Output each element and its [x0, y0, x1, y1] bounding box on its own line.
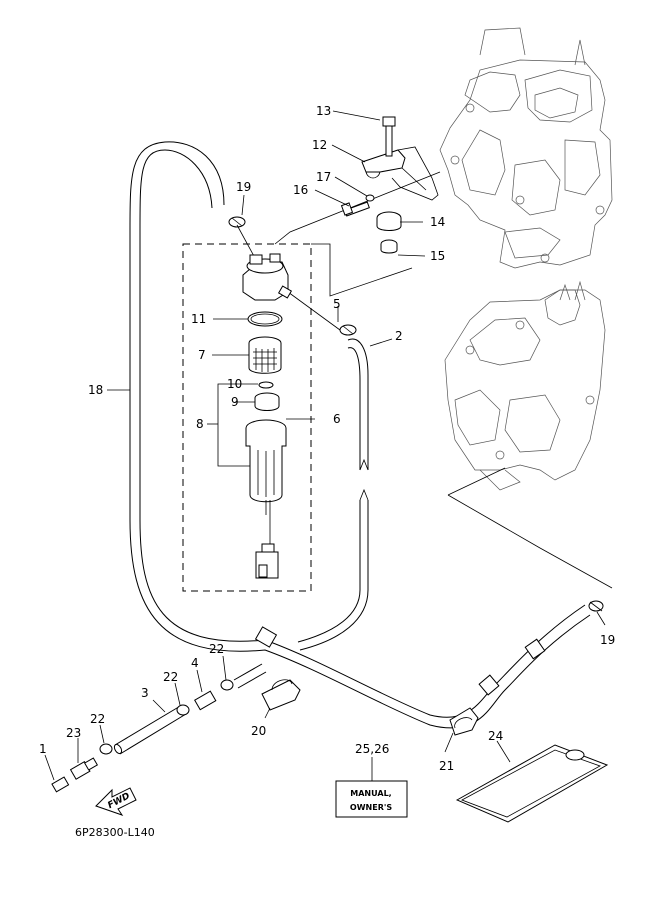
label-4: 4 — [191, 656, 199, 670]
label-21: 21 — [439, 759, 454, 773]
fuel-hose-2 — [297, 338, 369, 651]
label-22-left: 22 — [90, 712, 105, 726]
label-22-middle: 22 — [163, 670, 178, 684]
owners-manual-box: MANUAL, OWNER'S — [335, 780, 408, 818]
hose-3 — [113, 704, 187, 755]
label-9: 9 — [231, 395, 239, 409]
connector-4 — [194, 690, 217, 711]
holder-20 — [261, 679, 301, 711]
label-10: 10 — [227, 377, 242, 391]
label-25-26: 25,26 — [355, 742, 389, 756]
label-18: 18 — [88, 383, 103, 397]
label-7: 7 — [198, 348, 206, 362]
clamp-22-left — [99, 743, 113, 755]
clamp-22-right — [220, 679, 234, 691]
float-9 — [254, 392, 280, 411]
fuel-hose-18 — [129, 141, 591, 729]
clamp-22-middle — [176, 704, 190, 716]
clamp-5 — [339, 324, 357, 336]
label-17: 17 — [316, 170, 331, 184]
label-12: 12 — [312, 138, 327, 152]
diagram-code: 6P28300-L140 — [75, 826, 155, 839]
engine-block-upper — [439, 27, 613, 269]
filter-element-7 — [248, 336, 282, 374]
connector-1 — [51, 776, 70, 793]
label-5: 5 — [333, 297, 341, 311]
label-22-right: 22 — [209, 642, 224, 656]
grommet-14 — [376, 211, 402, 231]
filter-cup — [245, 419, 287, 579]
manual-line-1: MANUAL, — [350, 789, 391, 798]
bracket-12 — [361, 146, 439, 201]
leader-lines — [44, 110, 606, 781]
collar-15 — [380, 239, 398, 254]
manual-line-2: OWNER'S — [350, 803, 392, 812]
bag-24 — [455, 744, 609, 823]
label-2: 2 — [395, 329, 403, 343]
joint-23 — [69, 757, 99, 780]
washer-17 — [365, 194, 375, 202]
fuel-filter-head — [236, 224, 341, 331]
label-19-upper: 19 — [236, 180, 251, 194]
label-16: 16 — [293, 183, 308, 197]
bolt-13 — [382, 116, 396, 157]
label-1: 1 — [39, 742, 47, 756]
engine-block-lower — [444, 280, 613, 589]
label-15: 15 — [430, 249, 445, 263]
forward-arrow: FWD — [95, 787, 137, 816]
label-19-lower: 19 — [600, 633, 615, 647]
label-13: 13 — [316, 104, 331, 118]
part-labels: 13 12 17 16 19 14 15 5 11 2 7 10 18 9 8 … — [39, 104, 615, 773]
clamp-19-upper — [228, 216, 246, 228]
o-ring-10 — [258, 381, 274, 389]
label-24: 24 — [488, 729, 503, 743]
label-23: 23 — [66, 726, 81, 740]
label-20: 20 — [251, 724, 266, 738]
label-8: 8 — [196, 417, 204, 431]
label-11: 11 — [191, 312, 206, 326]
clamp-19-lower — [588, 600, 604, 612]
holder-21 — [449, 707, 479, 736]
bolt-16 — [340, 201, 370, 217]
label-6: 6 — [333, 412, 341, 426]
label-14: 14 — [430, 215, 445, 229]
label-3: 3 — [141, 686, 149, 700]
